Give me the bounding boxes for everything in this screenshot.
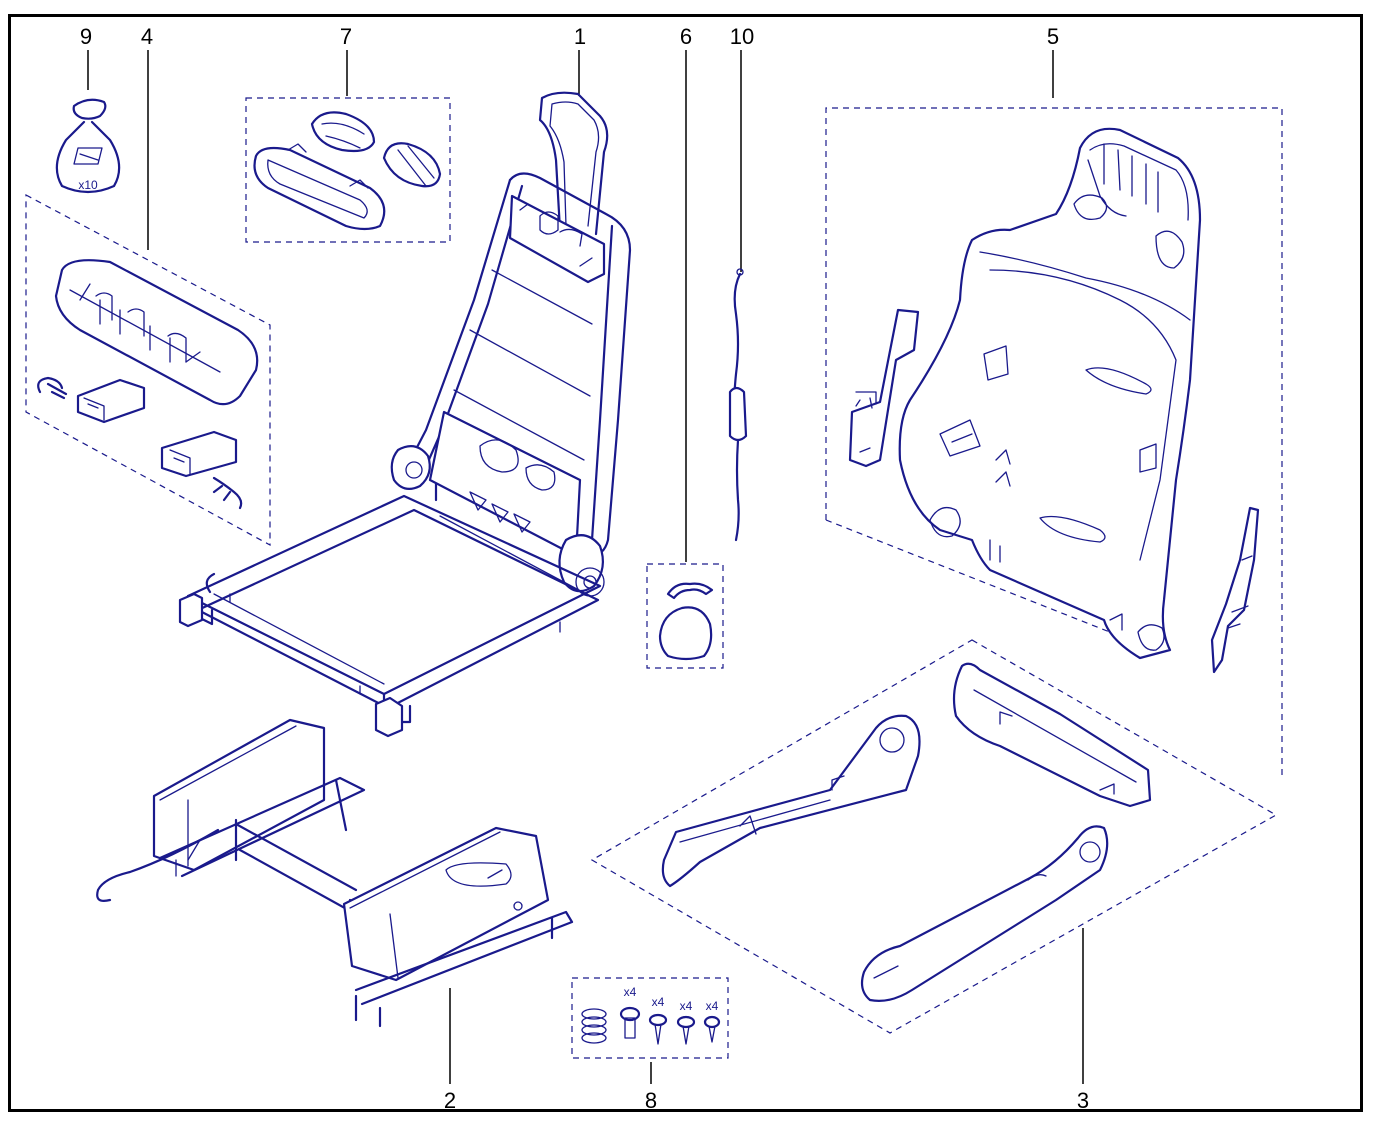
callout-3: 3 — [1077, 1088, 1089, 1113]
kit-box-3 — [590, 639, 1278, 1034]
callout-7: 7 — [340, 24, 352, 49]
spring-part — [581, 1008, 607, 1044]
seat-frame — [178, 91, 632, 738]
kit-box-7 — [245, 97, 451, 243]
callout-5: 5 — [1047, 24, 1059, 49]
callout-10: 10 — [730, 24, 754, 49]
hardware-kit: x4 x4 x4 x4 — [581, 985, 721, 1045]
diagram-frame — [8, 14, 1363, 1112]
callout-6: 6 — [680, 24, 692, 49]
bag-quantity-label: x10 — [78, 178, 98, 192]
hardware-qty-bolt: x4 — [624, 985, 637, 999]
seat-back-shell — [898, 127, 1202, 660]
callouts: 9 4 7 1 6 10 5 2 8 3 — [80, 24, 1089, 1113]
kit-box-8 — [571, 977, 729, 1059]
side-trim-kit — [37, 259, 259, 510]
callout-8: 8 — [645, 1088, 657, 1113]
kit-boxes — [25, 97, 1283, 1059]
hardware-qty-screw: x4 — [680, 999, 693, 1013]
kit-box-6 — [646, 563, 724, 669]
screw-part — [676, 1015, 696, 1045]
release-cable — [728, 268, 748, 542]
kit-box-5 — [825, 107, 1283, 780]
seat-slider-base — [96, 718, 574, 1028]
hardware-qty-screw: x4 — [652, 995, 665, 1009]
screw-part — [648, 1013, 668, 1045]
hardware-qty-screw: x4 — [706, 999, 719, 1013]
kit-box-4 — [25, 194, 271, 547]
clip-bag: x10 — [55, 98, 121, 194]
trim-kit — [253, 111, 442, 231]
callout-1: 1 — [574, 24, 586, 49]
seat-side-trims — [661, 662, 1152, 1002]
callout-4: 4 — [141, 24, 153, 49]
callout-2: 2 — [444, 1088, 456, 1113]
bolt-part — [619, 1006, 641, 1039]
callout-9: 9 — [80, 24, 92, 49]
shell-brackets — [848, 308, 1260, 674]
adjust-knob — [658, 582, 714, 661]
screw-part — [703, 1015, 721, 1043]
